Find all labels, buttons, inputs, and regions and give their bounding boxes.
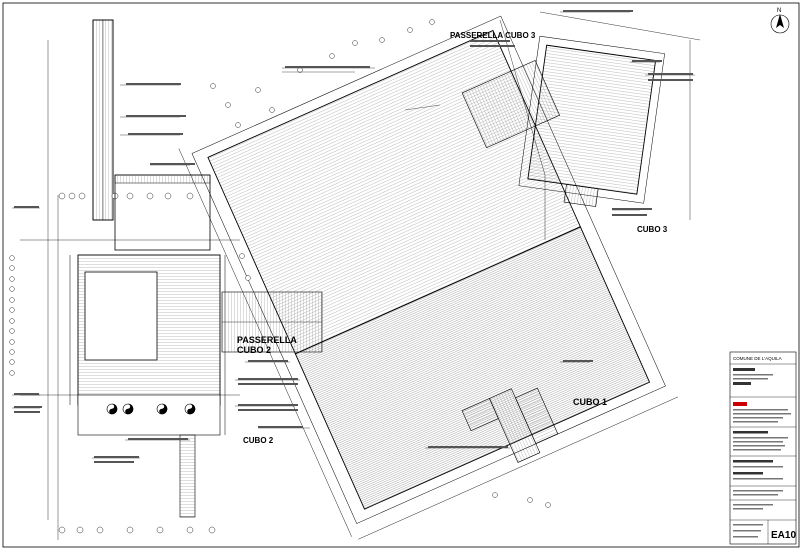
column-markers	[58, 192, 216, 534]
title-block: COMUNE DE L'AQUILA EA10	[729, 351, 796, 545]
cubo1-grid-markers	[210, 19, 551, 508]
title-block-logo-red	[733, 402, 747, 406]
annotation-notes	[14, 10, 693, 463]
cubo2-symbols	[106, 403, 196, 415]
cubo3-building	[518, 35, 665, 207]
label-passerella-cubo2-line2: CUBO 2	[237, 345, 271, 355]
left-row-markers	[9, 255, 15, 376]
label-cubo2: CUBO 2	[243, 436, 274, 445]
title-block-drawing-code: EA10	[771, 530, 796, 541]
label-cubo3: CUBO 3	[637, 225, 668, 234]
label-passerella-cubo3: PASSERELLA CUBO 3	[450, 31, 536, 40]
north-arrow-label: N	[777, 8, 781, 14]
cubo2-building	[69, 174, 226, 518]
north-arrow: N	[770, 8, 790, 34]
label-cubo1: CUBO 1	[573, 397, 607, 407]
passerella-cubo3-walkway	[461, 59, 561, 149]
title-block-client: COMUNE DE L'AQUILA	[733, 356, 782, 361]
label-passerella-cubo2-line1: PASSERELLA	[237, 335, 297, 345]
left-ramp	[92, 19, 114, 221]
cubo1-stairs	[461, 387, 559, 463]
